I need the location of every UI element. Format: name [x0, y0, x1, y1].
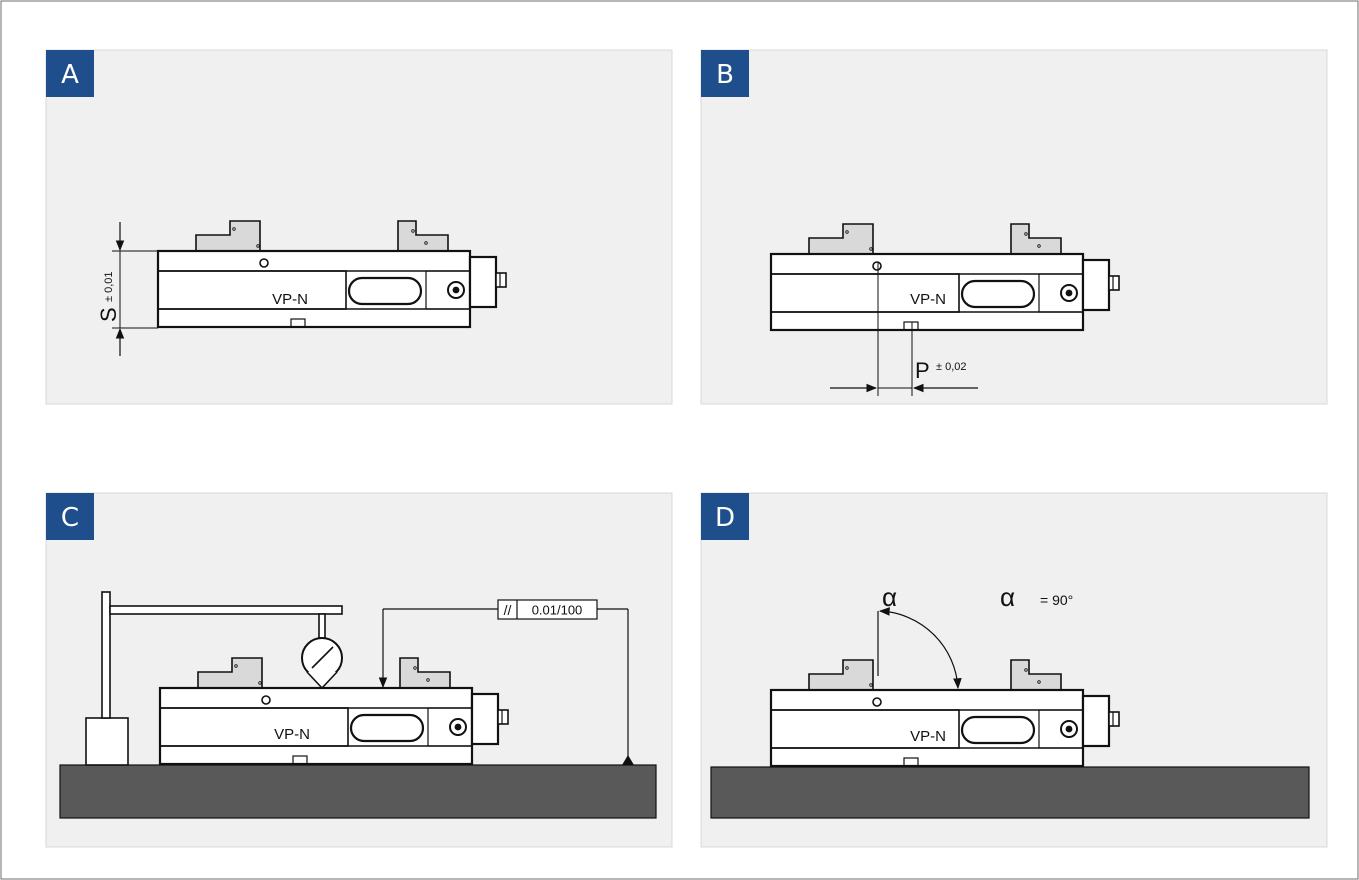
- panel-d-vise-label: VP-N: [910, 728, 946, 745]
- panel-d-angle-indicator: [877, 607, 962, 690]
- panel-b-dim-symbol: P: [915, 358, 930, 383]
- panel-b-badge: [701, 50, 749, 97]
- panel-c-parallelism-symbol: //: [504, 602, 512, 618]
- panel-c-tolerance-value: 0.01/100: [532, 603, 583, 618]
- panel-a-dim-symbol: S: [96, 307, 121, 322]
- panel-a-vise-label: VP-N: [272, 291, 308, 308]
- panel-c-badge: [46, 493, 94, 540]
- panel-c-letter: C: [61, 503, 79, 533]
- panel-b: B VP-N P ± 0,02: [700, 49, 1328, 405]
- panel-b-letter: B: [716, 60, 734, 90]
- panel-c-surface-plate: [59, 764, 657, 819]
- panel-a-dim-tolerance: ± 0,01: [103, 271, 115, 302]
- panel-b-dim-tolerance: ± 0,02: [936, 361, 967, 373]
- panel-d: D VP-N α α = 90°: [700, 492, 1328, 848]
- panel-a-height-dimension: S ± 0,01: [96, 222, 158, 356]
- panel-b-offset-dimension: P ± 0,02: [830, 262, 978, 396]
- panel-c-tolerance-frame: // 0.01/100: [497, 599, 598, 620]
- panel-d-letter: D: [715, 503, 735, 533]
- panel-d-angle-value: = 90°: [1040, 592, 1073, 608]
- panel-c-vise-label: VP-N: [274, 726, 310, 743]
- panel-d-angle-symbol: α: [882, 582, 897, 612]
- panel-d-equation-symbol: α: [1000, 582, 1015, 612]
- panel-b-vise-label: VP-N: [910, 291, 946, 308]
- panel-c: C VP-N // 0.01/100: [45, 492, 673, 848]
- panel-c-tolerance-leader: [378, 608, 634, 765]
- panel-a-background: [45, 49, 673, 405]
- panel-a-letter: A: [61, 60, 79, 90]
- panel-a: A VP-N S ± 0,01: [45, 49, 673, 405]
- panel-a-badge: [46, 50, 94, 97]
- panel-d-badge: [701, 493, 749, 540]
- panel-c-indicator-stand: [85, 591, 343, 766]
- panel-d-surface-plate: [710, 766, 1310, 819]
